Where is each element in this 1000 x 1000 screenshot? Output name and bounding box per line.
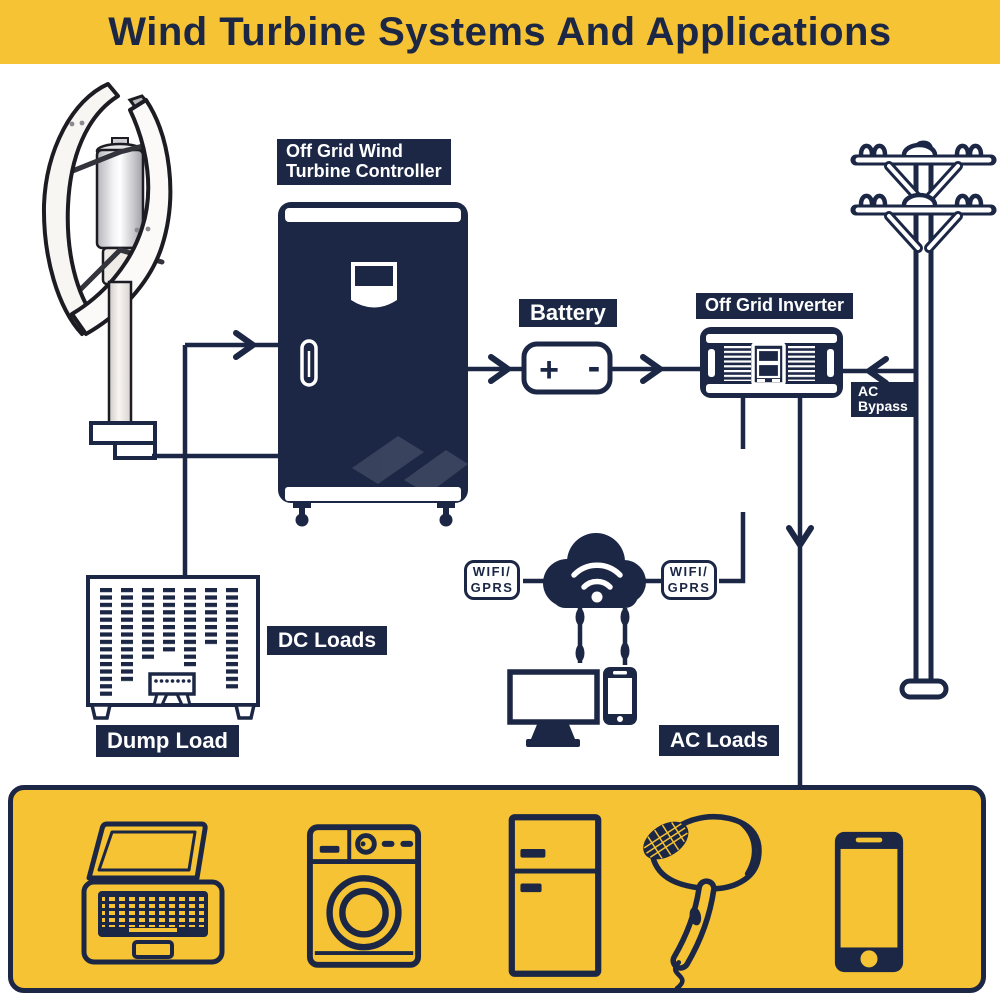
arrow-into-battery [488,354,511,384]
wifi-right-line2: GPRS [667,580,711,595]
cabinet-watermark [352,436,468,494]
controller-cabinet [278,202,468,527]
wifi-gprs-box-left: WIFI/ GPRS [464,560,520,600]
turbine-rivets [69,120,151,233]
ac-bypass-line1: AC [858,383,879,399]
inverter-vent-left [724,346,751,381]
turbine-generator [95,148,145,250]
wire-arrows [233,330,889,548]
cabinet-display [351,262,397,290]
power-pole-icon [850,140,997,700]
cabinet-body [278,202,468,503]
inverter-display-top [756,348,781,364]
pole-crossarm-lower [850,192,997,253]
hair-dryer-icon [643,813,762,991]
dump-load-vents [100,588,238,698]
page-title: Wind Turbine Systems And Applications [108,9,892,54]
dump-load-feet [89,703,257,720]
turbine-base-step [113,441,157,460]
cabinet-casters [293,503,455,527]
arrow-ac-down [786,525,814,548]
inverter-bottom-band [706,384,837,393]
battery-label: Battery [519,299,617,328]
controller-label-line2: Turbine Controller [286,160,442,181]
wifi-left-line2: GPRS [470,580,514,595]
wifi-dot [591,591,603,603]
monitoring-smartphone-icon [603,667,637,725]
inverter-top-band [706,334,837,343]
inverter-display-bottom [756,362,781,379]
wire-inverter-to-wifi-b [719,512,746,584]
inverter-right-bar [827,349,834,377]
laptop-icon [81,821,225,965]
pole-crossarm-upper [850,142,997,203]
arrow-into-controller [233,330,256,360]
arrow-ac-bypass [866,356,889,386]
dump-load-terminal [148,672,196,696]
ac-bypass-label: AC Bypass [851,382,915,417]
arrow-into-inverter [640,354,663,384]
wifi-left-line1: WIFI/ [472,563,512,579]
wifi-symbol-icon [571,562,623,590]
wires [152,342,916,788]
dump-load-box [86,575,260,720]
battery-plus: + [539,351,559,389]
cabinet-handle [300,339,318,387]
smartphone-icon [834,831,904,973]
battery-box: + - [521,341,613,395]
desktop-monitor-icon [507,669,600,747]
ac-loads-label: AC Loads [659,725,780,757]
header-banner: Wind Turbine Systems And Applications [0,0,1000,64]
turbine-front-blade [70,98,173,336]
cabinet-top-band [285,208,461,222]
battery-minus: - [588,346,601,388]
wifi-gprs-box-right: WIFI/ GPRS [661,560,717,600]
cloud-cable-plugs [575,608,630,662]
refrigerator-icon [508,814,602,977]
ac-bypass-line2: Bypass [858,398,908,415]
dump-load-label: Dump Load [96,725,239,758]
wifi-right-line1: WIFI/ [669,563,709,579]
inverter-label: Off Grid Inverter [696,293,854,319]
ac-loads-panel [8,785,986,993]
controller-label-line1: Off Grid Wind [286,141,403,161]
dump-load-terminal-legs [152,692,192,707]
inverter-led-2 [772,379,780,382]
pole-base [899,678,949,700]
inverter-left-bar [708,349,715,377]
dc-loads-label: DC Loads [267,626,388,656]
inverter-vent-right [788,346,815,381]
wind-turbine-icon [41,82,173,460]
inverter-led-1 [757,379,765,382]
battery-outline [521,341,613,395]
cabinet-bottom-band [285,487,461,501]
turbine-base-plate [89,421,157,445]
washing-machine-icon [306,824,422,968]
controller-label: Off Grid Wind Turbine Controller [277,139,451,185]
inverter-box [700,327,843,398]
wifi-cloud-icon [543,533,646,662]
turbine-pole [107,280,133,428]
dump-load-terminal-pins [154,679,191,683]
cabinet-display-pouch [351,289,397,308]
